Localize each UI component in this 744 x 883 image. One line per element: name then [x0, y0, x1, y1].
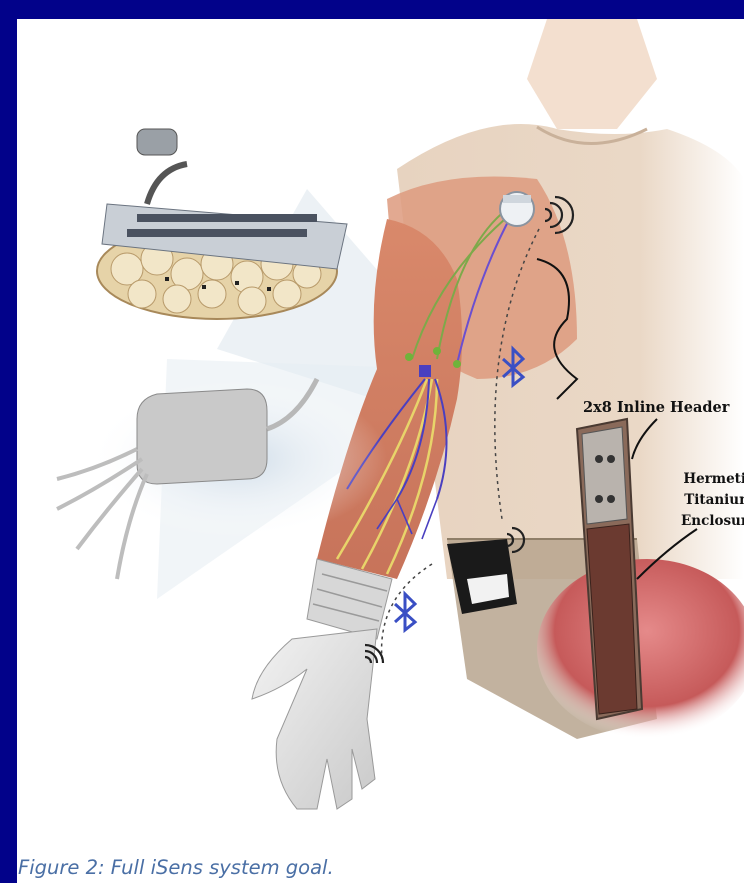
enclosure-label-line1: Hermetic [681, 469, 744, 490]
figure-panel: 2x8 Inline Header Hermetic Titanium Encl… [17, 19, 744, 883]
nerve-cross-section-inset [97, 129, 347, 319]
isens-system-illustration [17, 19, 744, 883]
enclosure-label-line3: Enclosure [681, 511, 744, 532]
enclosure-label-line2: Titanium [681, 490, 744, 511]
bluetooth-icon-hand [395, 594, 415, 630]
inline-header-label: 2x8 Inline Header [583, 399, 729, 416]
prosthetic-hand-icon [252, 559, 392, 809]
electrode-cuff-icon [405, 353, 413, 361]
figure-caption: Figure 2: Full iSens system goal. [18, 856, 334, 879]
enclosure-label: Hermetic Titanium Enclosure [681, 469, 744, 532]
implant-device-icon [500, 192, 534, 226]
